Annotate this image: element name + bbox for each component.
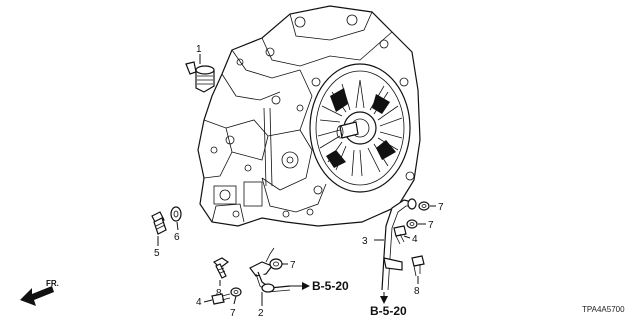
leader-4b <box>403 235 411 239</box>
callout-6: 6 <box>174 232 180 243</box>
callout-7b: 7 <box>230 308 236 319</box>
callout-7a: 7 <box>290 260 296 271</box>
callout-8b: 8 <box>414 286 420 297</box>
washer-6-part <box>170 206 182 222</box>
washer-7-upper-right <box>418 201 430 211</box>
direction-label: FR. <box>46 279 59 288</box>
washer-7-mid-right <box>406 219 418 229</box>
pipe-part-2 <box>249 247 291 293</box>
transmission-housing <box>197 5 421 227</box>
bolt-4-left <box>211 293 231 305</box>
washer-7-lower-pipe <box>230 287 242 297</box>
breather-part <box>185 61 215 93</box>
washer-7-right-pipe <box>269 258 283 270</box>
ref-arrow-head-bottom <box>380 296 388 304</box>
callout-7c: 7 <box>438 202 444 213</box>
ref-arrow-head-left <box>302 282 310 290</box>
callout-7d: 7 <box>428 220 434 231</box>
bolt-8-right <box>411 255 425 277</box>
callout-3: 3 <box>362 236 368 247</box>
callout-2: 2 <box>258 308 264 319</box>
reference-left: B-5-20 <box>312 279 349 293</box>
callout-5: 5 <box>154 248 160 259</box>
front-direction-arrow: FR. <box>20 279 59 306</box>
reference-bottom: B-5-20 <box>370 304 407 318</box>
leader-4a <box>203 299 213 303</box>
callout-4a: 4 <box>196 297 202 308</box>
callout-4b: 4 <box>412 234 418 245</box>
callout-8a: 8 <box>216 288 222 299</box>
pipe-part-3 <box>381 198 417 291</box>
drain-plug-part <box>151 211 167 235</box>
bolt-8-left <box>212 257 230 279</box>
bolt-4-right <box>393 225 407 245</box>
leader-6 <box>176 221 179 231</box>
diagram-code: TPA4A5700 <box>582 305 625 314</box>
leader-7b <box>233 295 237 305</box>
callout-1: 1 <box>196 44 202 55</box>
